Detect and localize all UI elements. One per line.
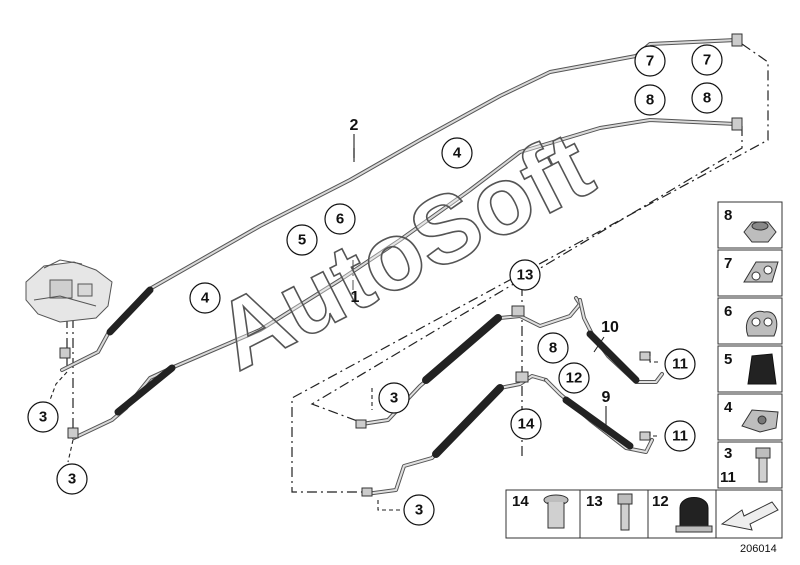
legend-item-4: 4 (717, 393, 783, 441)
svg-text:4: 4 (201, 290, 210, 307)
svg-text:12: 12 (652, 493, 669, 510)
svg-text:6: 6 (724, 303, 732, 320)
leaders (49, 352, 660, 511)
legend-item-12: 12 (647, 489, 717, 539)
label-9: 9 (602, 389, 611, 406)
svg-text:11: 11 (720, 469, 736, 486)
svg-text:8: 8 (549, 340, 557, 357)
plain-labels: 2 1 10 9 (350, 117, 619, 428)
lower-fittings (355, 305, 651, 497)
label-2: 2 (350, 117, 359, 134)
callout-14: 14 (510, 408, 542, 440)
valve-block (25, 259, 113, 323)
svg-text:7: 7 (724, 255, 732, 272)
legend-arrow-box (715, 489, 783, 539)
callout-11-upper: 11 (664, 348, 696, 380)
svg-text:8: 8 (646, 92, 654, 109)
legend-item-13: 13 (579, 489, 649, 539)
svg-text:3: 3 (39, 409, 47, 426)
svg-text:14: 14 (512, 493, 529, 510)
svg-text:14: 14 (518, 416, 535, 433)
svg-text:3: 3 (724, 445, 732, 462)
fitting-pipe-2-end (731, 33, 743, 47)
callout-6: 6 (324, 203, 356, 235)
svg-text:12: 12 (566, 370, 583, 387)
hose-pipe-4 (114, 364, 176, 416)
callout-8-lower: 8 (537, 332, 569, 364)
callout-7b: 7 (691, 44, 723, 76)
svg-text:3: 3 (415, 502, 423, 519)
callouts: 7 7 8 8 4 6 5 4 13 8 12 11 11 14 3 3 3 3 (27, 44, 723, 526)
reference-number: 206014 (740, 543, 777, 555)
callout-3-left-upper: 3 (27, 401, 59, 433)
callout-3-left-lower: 3 (56, 463, 88, 495)
legend-item-8: 8 (717, 201, 783, 249)
svg-text:7: 7 (703, 52, 711, 69)
svg-text:13: 13 (517, 267, 534, 284)
callout-13: 13 (509, 259, 541, 291)
arrow-icon (720, 501, 779, 531)
callout-12: 12 (558, 362, 590, 394)
screw-icon (755, 447, 771, 483)
bolt-flange-icon (543, 494, 569, 529)
svg-text:5: 5 (298, 232, 306, 249)
legend-item-14: 14 (505, 489, 581, 539)
callout-8b: 8 (691, 82, 723, 114)
label-10: 10 (601, 319, 619, 336)
callout-4-upper: 4 (441, 137, 473, 169)
callout-3-bottom: 3 (403, 494, 435, 526)
legend-item-6: 6 (717, 297, 783, 345)
legend-item-7: 7 (717, 249, 783, 297)
fitting-pipe-4-end (731, 117, 743, 131)
legend-item-5: 5 (717, 345, 783, 393)
svg-text:8: 8 (703, 90, 711, 107)
legend-right: 8 7 6 5 4 (717, 201, 783, 489)
svg-text:5: 5 (724, 351, 732, 368)
bolt-icon (617, 493, 633, 531)
svg-text:8: 8 (724, 207, 732, 224)
svg-text:11: 11 (672, 428, 688, 445)
fitting-pipe-2-start (59, 347, 71, 359)
callout-8a: 8 (634, 84, 666, 116)
hose-clamp-icon (675, 497, 713, 533)
callout-4-lower: 4 (189, 282, 221, 314)
svg-text:3: 3 (390, 390, 398, 407)
grommet-icon (747, 353, 777, 385)
svg-text:3: 3 (68, 471, 76, 488)
callout-7a: 7 (634, 45, 666, 77)
svg-text:11: 11 (672, 356, 688, 373)
hose-assembly-lower (364, 374, 654, 496)
svg-text:6: 6 (336, 211, 344, 228)
hose-pipe-2 (106, 286, 154, 336)
svg-text:7: 7 (646, 53, 654, 70)
svg-text:13: 13 (586, 493, 603, 510)
label-1: 1 (351, 289, 360, 306)
fitting-pipe-4-start (67, 427, 79, 439)
svg-text:4: 4 (453, 145, 462, 162)
callout-5: 5 (286, 224, 318, 256)
callout-11-lower: 11 (664, 420, 696, 452)
svg-text:4: 4 (724, 399, 733, 416)
legend-bottom: 14 13 12 (505, 489, 783, 539)
legend-item-3-11: 3 11 (717, 441, 783, 489)
pipe-clip-icon (746, 310, 778, 337)
callout-3-mid: 3 (378, 382, 410, 414)
